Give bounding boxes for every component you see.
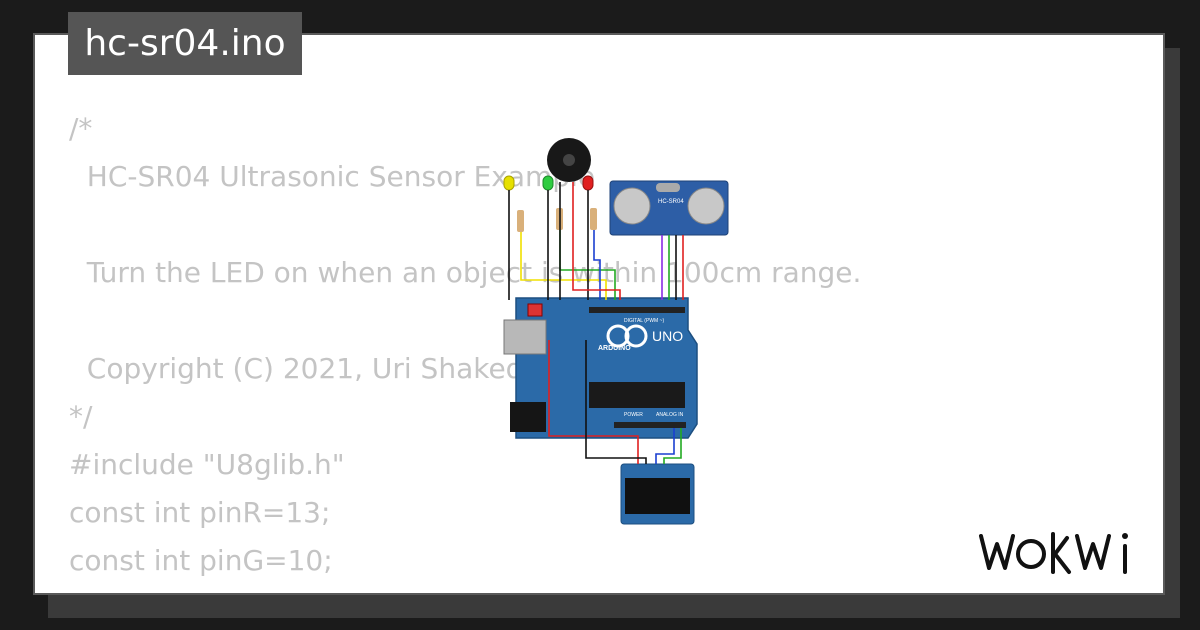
resistors (517, 208, 597, 232)
microcontroller-chip-icon (589, 382, 685, 408)
window-title: hc-sr04.ino (68, 12, 302, 75)
board-brand-label: ARDUINO (598, 345, 631, 352)
wires (508, 182, 684, 464)
hc-sr04-sensor: HC-SR04 (609, 180, 729, 236)
arduino-logo-icon (606, 324, 630, 348)
buzzer (547, 138, 591, 182)
led-red (582, 175, 594, 191)
code-line-8: #include "U8glib.h" (69, 448, 345, 481)
sensor-label: HC-SR04 (658, 199, 684, 205)
code-line-6: Copyright (C) 2021, Uri Shaked (69, 352, 524, 385)
code-line-7: */ (69, 400, 93, 433)
board-model-label: UNO (652, 328, 683, 344)
oled-display (620, 463, 695, 525)
code-line-11: const int pinY=11; (69, 585, 861, 593)
power-jack-icon (510, 402, 546, 432)
code-line-10: const int pinG=10; (69, 544, 333, 577)
reset-button-icon (527, 303, 543, 317)
wokwi-logo (979, 532, 1128, 574)
code-line-2: HC-SR04 Ultrasonic Sensor Example (69, 160, 596, 193)
digital-header-label: DIGITAL (PWM ~) (624, 318, 664, 324)
code-preview: /* HC-SR04 Ultrasonic Sensor Example Tur… (69, 105, 862, 593)
analog-header-label: ANALOG IN (656, 412, 684, 418)
code-line-4: Turn the LED on when an object is within… (69, 256, 862, 289)
code-line-1: /* (69, 112, 93, 145)
usb-port-icon (503, 319, 547, 355)
led-green (542, 175, 554, 191)
power-header-label: POWER (624, 412, 643, 418)
code-line-9: const int pinR=13; (69, 496, 331, 529)
arduino-uno-board: UNO ARDUINO DIGITAL (PWM ~) POWER ANALOG… (503, 297, 698, 439)
led-yellow (503, 175, 515, 191)
